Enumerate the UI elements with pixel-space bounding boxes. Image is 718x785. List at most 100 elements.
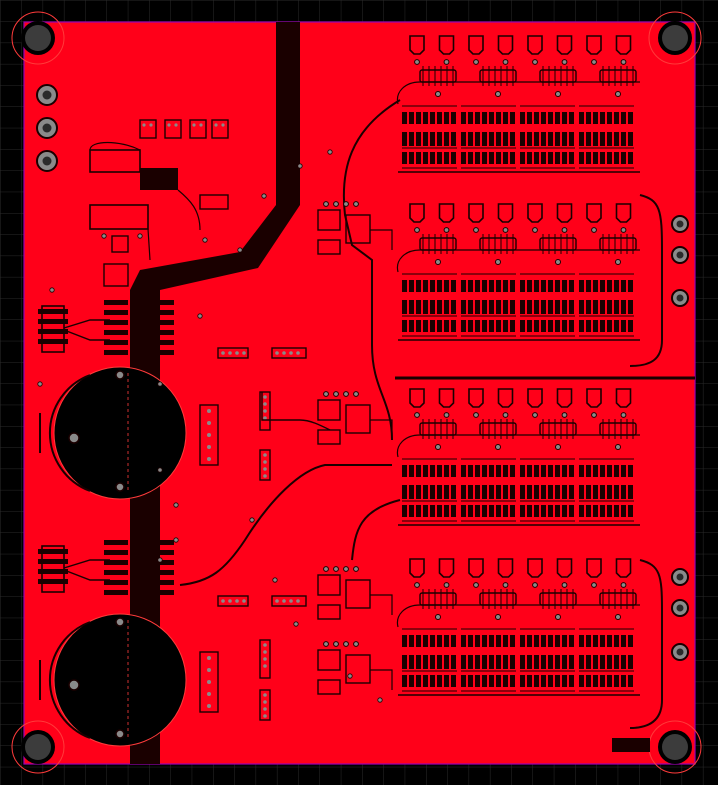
pad[interactable] (115, 482, 125, 492)
ic-footprint[interactable] (317, 399, 341, 421)
capacitor[interactable] (317, 604, 341, 620)
tag-pad[interactable] (586, 35, 602, 55)
smd-pad (489, 152, 494, 164)
ic-footprint[interactable] (345, 404, 371, 434)
smd-pad (496, 300, 501, 314)
tag-pad[interactable] (468, 203, 484, 223)
header[interactable] (259, 639, 271, 679)
resistor-column[interactable] (199, 404, 219, 466)
tag-pad[interactable] (409, 35, 425, 55)
tag-pad[interactable] (586, 203, 602, 223)
pad[interactable] (115, 729, 125, 739)
tag-pad[interactable] (468, 388, 484, 408)
capacitor[interactable] (317, 679, 341, 695)
driver-block[interactable] (38, 300, 174, 355)
module-block[interactable] (396, 35, 640, 173)
capacitor[interactable] (317, 239, 341, 255)
power-inductor[interactable] (89, 204, 149, 230)
regulator-cluster[interactable] (317, 566, 393, 620)
tag-pad[interactable] (527, 388, 543, 408)
module-block[interactable] (396, 203, 640, 341)
resistor-network[interactable] (271, 595, 307, 607)
ic-footprint[interactable] (317, 209, 341, 231)
tag-pad[interactable] (409, 388, 425, 408)
header[interactable] (259, 449, 271, 481)
diode[interactable] (111, 235, 129, 253)
pad[interactable] (68, 679, 80, 691)
tag-pad[interactable] (468, 558, 484, 578)
pin (263, 700, 267, 704)
ic-footprint[interactable] (317, 574, 341, 596)
smd-pad (503, 485, 508, 499)
board-outline[interactable] (23, 21, 696, 765)
tag-pad[interactable] (527, 203, 543, 223)
smd-pad (150, 340, 174, 345)
ic-footprint[interactable] (345, 654, 371, 684)
tag-pad[interactable] (438, 388, 455, 408)
module-block[interactable] (396, 558, 640, 696)
smd-pad (527, 300, 532, 314)
smd-component[interactable] (189, 119, 207, 139)
tag-pad[interactable] (615, 203, 632, 223)
tag-pad[interactable] (409, 558, 425, 578)
ic-footprint[interactable] (317, 649, 341, 671)
large-footprint[interactable] (39, 366, 219, 500)
capacitor-body[interactable] (53, 366, 187, 500)
smd-component[interactable] (103, 263, 129, 287)
smd-pad (409, 112, 414, 124)
tag-pad[interactable] (527, 35, 543, 55)
smd-pad (150, 310, 174, 315)
driver-block[interactable] (38, 540, 174, 595)
module-block[interactable] (396, 388, 640, 526)
tag-pad[interactable] (497, 388, 514, 408)
smd-pad (482, 280, 487, 292)
ic-footprint[interactable] (345, 214, 371, 244)
pad[interactable] (115, 370, 125, 380)
capacitor[interactable] (199, 194, 229, 210)
resistor-network[interactable] (217, 347, 249, 359)
resistor-network[interactable] (217, 595, 249, 607)
smd-component[interactable] (211, 119, 229, 139)
tag-pad[interactable] (438, 203, 455, 223)
tag-pad[interactable] (527, 558, 543, 578)
smd-component[interactable] (139, 119, 157, 139)
tag-pad[interactable] (468, 35, 484, 55)
smd-pad (614, 280, 619, 292)
capacitor-body[interactable] (53, 613, 187, 747)
tag-pad[interactable] (409, 203, 425, 223)
smd-component[interactable] (612, 738, 650, 752)
tag-pad[interactable] (586, 558, 602, 578)
tag-pad[interactable] (586, 388, 602, 408)
tag-pad[interactable] (438, 558, 455, 578)
tag-pad[interactable] (556, 35, 573, 55)
resistor-network[interactable] (271, 347, 307, 359)
tag-pad[interactable] (556, 203, 573, 223)
tag-pad[interactable] (497, 558, 514, 578)
tag-pad[interactable] (556, 388, 573, 408)
smd-pad (548, 465, 553, 477)
power-inductor[interactable] (89, 149, 141, 173)
smd-pad (562, 675, 567, 687)
regulator-cluster[interactable] (317, 641, 393, 695)
smd-component[interactable] (164, 119, 182, 139)
tag-pad[interactable] (556, 558, 573, 578)
regulator-body[interactable] (140, 168, 178, 190)
regulator-cluster[interactable] (317, 201, 393, 255)
tag-pad[interactable] (615, 558, 632, 578)
large-footprint[interactable] (39, 613, 219, 747)
tag-pad[interactable] (497, 35, 514, 55)
pad[interactable] (68, 432, 80, 444)
ic-footprint[interactable] (345, 579, 371, 609)
header[interactable] (259, 391, 271, 431)
smd-pad (593, 465, 598, 477)
tag-pad[interactable] (615, 388, 632, 408)
header[interactable] (259, 689, 271, 721)
tag-pad[interactable] (497, 203, 514, 223)
pad[interactable] (115, 617, 125, 627)
smd-pad (586, 280, 591, 292)
resistor-column[interactable] (199, 651, 219, 713)
tag-pad[interactable] (438, 35, 455, 55)
tag-pad[interactable] (615, 35, 632, 55)
